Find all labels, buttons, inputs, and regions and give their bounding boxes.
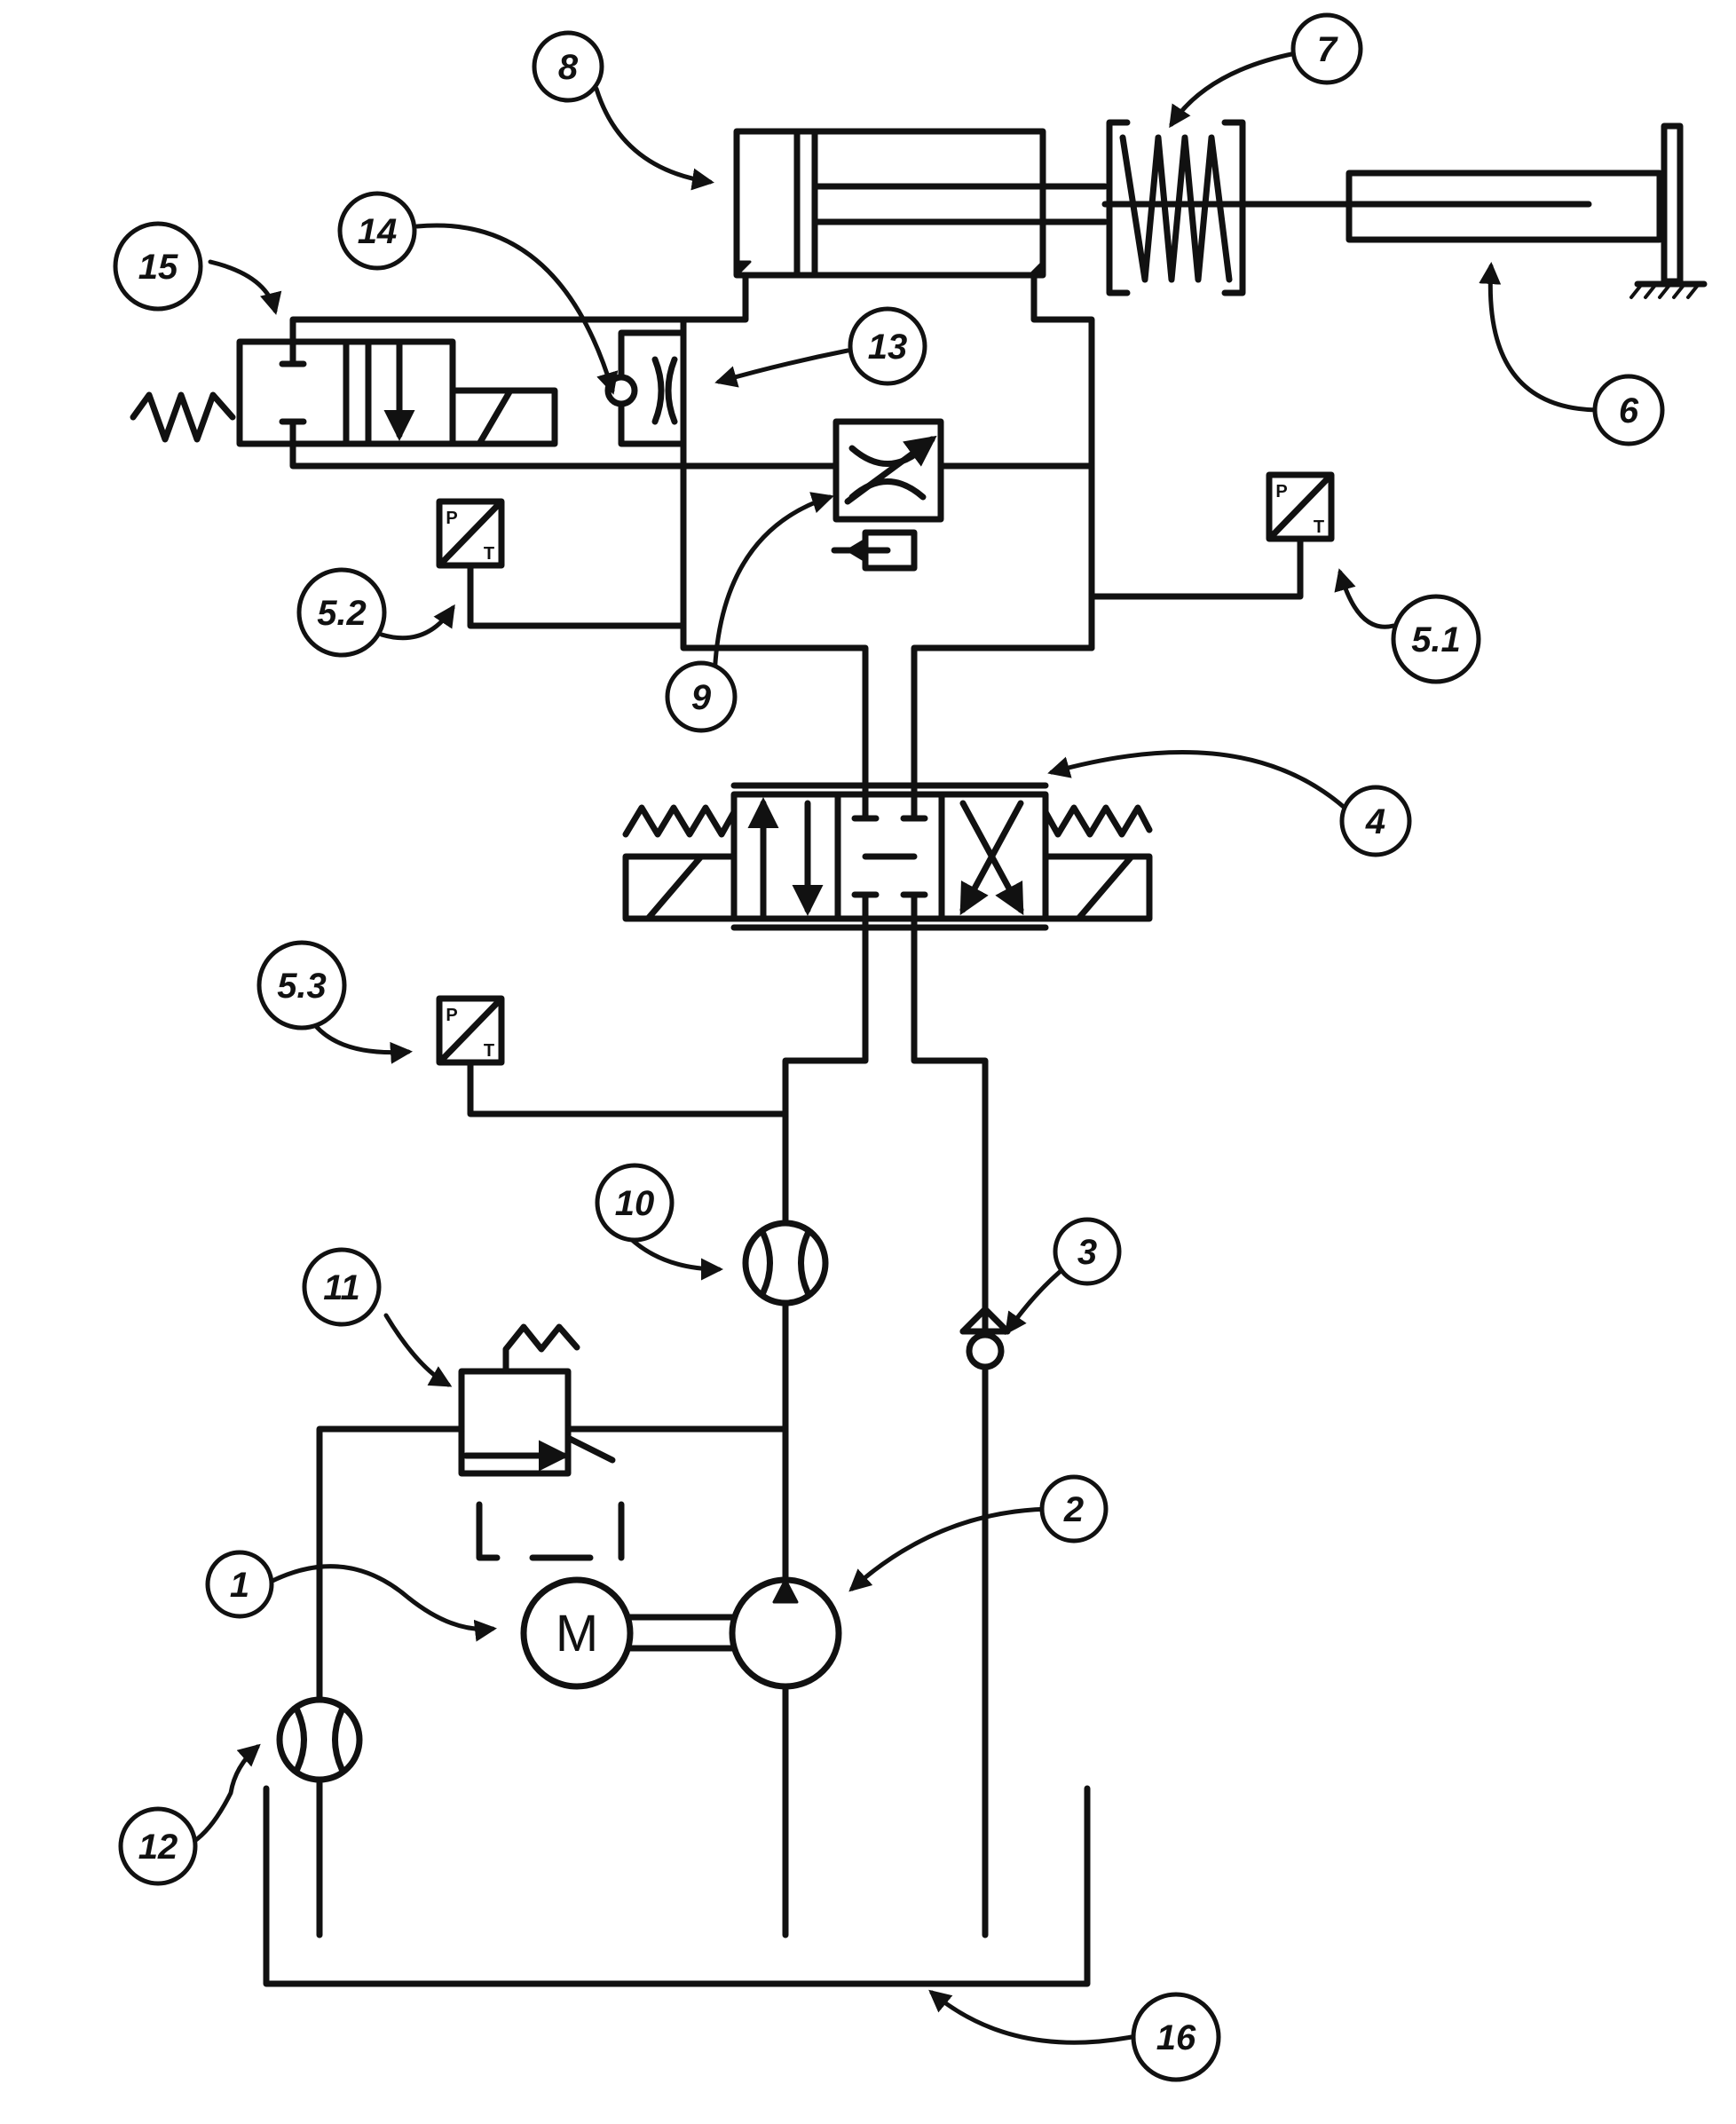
sensor-5-3-t: T <box>484 1041 494 1061</box>
label-5-3: 5.3 <box>277 967 327 1006</box>
label-8: 8 <box>558 48 579 87</box>
label-1: 1 <box>230 1566 249 1605</box>
label-11: 11 <box>323 1268 360 1307</box>
label-3: 3 <box>1077 1233 1097 1272</box>
label-texts: 8 7 6 14 15 13 9 5.2 5.1 4 5.3 10 3 11 2… <box>138 30 1639 2057</box>
directional-control-valve <box>622 782 1153 931</box>
check-throttle-assembly <box>604 316 687 625</box>
label-5-2: 5.2 <box>317 594 367 633</box>
label-16: 16 <box>1156 2018 1196 2057</box>
motor-pump-shaft <box>627 1614 737 1652</box>
leader-arrows <box>191 51 1600 2045</box>
adjustable-flow-control-valve <box>680 418 1095 572</box>
label-13: 13 <box>868 328 908 367</box>
label-2: 2 <box>1063 1490 1084 1529</box>
pressure-return-lines <box>782 915 989 1938</box>
sensor-5-1-t: T <box>1314 517 1324 537</box>
label-9: 9 <box>691 678 712 717</box>
label-12: 12 <box>138 1828 178 1867</box>
pressure-temperature-sensor <box>436 995 789 1117</box>
check-valve <box>959 1306 1011 1370</box>
hydraulic-cylinder <box>680 128 1109 651</box>
sensor-5-1-p: P <box>1275 482 1287 501</box>
motor-symbol-text: M <box>556 1605 598 1662</box>
label-4: 4 <box>1365 802 1385 841</box>
label-15: 15 <box>138 248 178 287</box>
tank <box>263 1785 1091 1987</box>
label-circles <box>113 12 1665 2082</box>
pressure-relief-valve <box>316 1323 789 1743</box>
pressure-temperature-sensor <box>1088 471 1335 600</box>
flow-meter <box>276 1696 363 1938</box>
manifold-lines <box>680 618 1095 798</box>
label-6: 6 <box>1619 391 1639 430</box>
label-10: 10 <box>615 1184 655 1223</box>
label-14: 14 <box>358 212 398 251</box>
label-7: 7 <box>1317 30 1338 69</box>
sensor-5-3-p: P <box>446 1006 457 1025</box>
pump <box>729 1576 842 1690</box>
rod-load <box>1345 122 1708 299</box>
sensor-5-2-p: P <box>446 509 457 528</box>
label-5-1: 5.1 <box>1411 620 1461 659</box>
motor <box>520 1576 634 1690</box>
sensor-5-2-t: T <box>484 544 494 564</box>
pressure-temperature-sensor <box>436 498 687 629</box>
flow-meter <box>742 1220 829 1307</box>
spring <box>1101 119 1353 296</box>
solenoid-valve <box>130 316 833 470</box>
